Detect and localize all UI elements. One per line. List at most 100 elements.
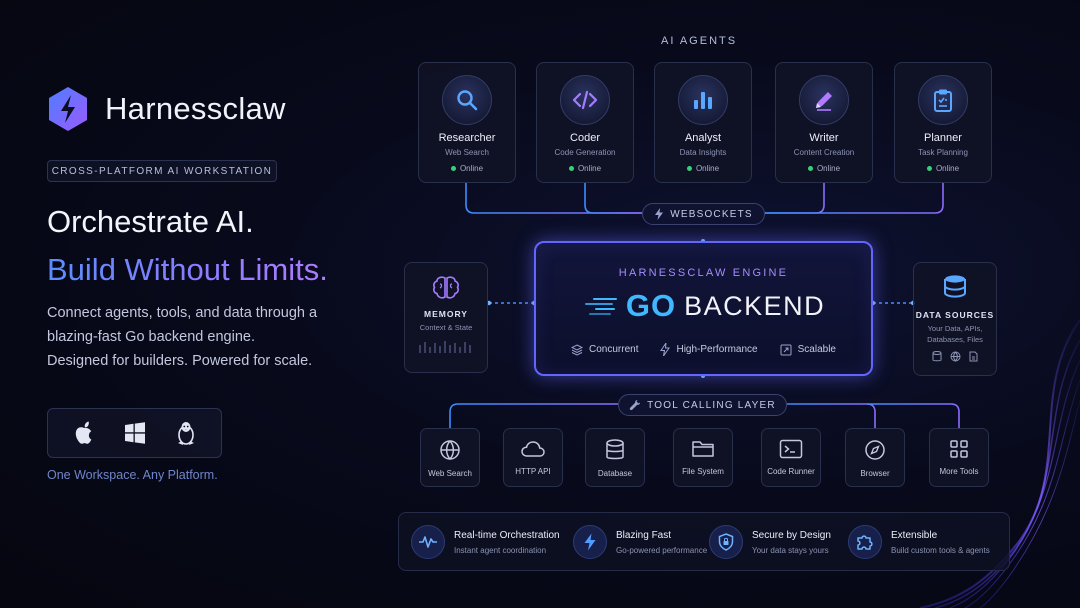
- platform-badge: CROSS-PLATFORM AI WORKSTATION: [47, 160, 277, 182]
- memory-subtitle: Context & State: [419, 323, 473, 332]
- feature-title: Blazing Fast: [616, 529, 672, 541]
- bar-chart-icon: [678, 75, 728, 125]
- database-stack-icon: [944, 275, 966, 298]
- agent-name: Researcher: [438, 132, 496, 144]
- feature-subtitle: Build custom tools & agents: [891, 545, 990, 555]
- headline-line-2: Build Without Limits.: [47, 252, 328, 287]
- tool-http-api[interactable]: HTTP API: [503, 428, 563, 487]
- wrench-icon: [629, 400, 641, 411]
- engine-features: Concurrent High-Performance Scalable: [536, 343, 871, 356]
- description-line: blazing-fast Go backend engine.: [47, 329, 255, 345]
- data-sources-title: DATA SOURCES: [915, 310, 995, 320]
- agent-role: Data Insights: [679, 148, 727, 157]
- bolt-icon: [573, 525, 607, 559]
- agent-card-writer[interactable]: Writer Content Creation Online: [775, 62, 873, 183]
- engine-main: GO BACKEND: [536, 288, 871, 324]
- feature-title: Secure by Design: [752, 529, 831, 541]
- code-icon: [560, 75, 610, 125]
- speed-lines-icon: [584, 298, 617, 315]
- tool-calling-layer-pill: TOOL CALLING LAYER: [618, 394, 787, 416]
- feature-high-performance: High-Performance: [660, 343, 758, 356]
- go-backend-engine: HARNESSCLAW ENGINE GO BACKEND Concurrent…: [534, 241, 873, 376]
- pulse-icon: [411, 525, 445, 559]
- agent-name: Planner: [924, 132, 962, 144]
- feature-scalable: Scalable: [780, 343, 836, 356]
- folder-icon: [691, 439, 715, 459]
- data-source-icons: [932, 351, 978, 362]
- apple-icon[interactable]: [73, 421, 95, 445]
- agent-role: Content Creation: [793, 148, 855, 157]
- backend-label: BACKEND: [684, 290, 826, 321]
- headline-line-1: Orchestrate AI.: [47, 204, 254, 239]
- tool-label: Web Search: [428, 469, 472, 478]
- harnessclaw-logo-icon: [49, 87, 87, 131]
- agent-card-researcher[interactable]: Researcher Web Search Online: [418, 62, 516, 183]
- tool-code-runner[interactable]: Code Runner: [761, 428, 821, 487]
- globe-icon: [950, 351, 961, 362]
- memory-bars-decoration: [419, 341, 471, 353]
- tool-label: File System: [682, 467, 724, 476]
- cloud-icon: [520, 439, 546, 459]
- terminal-icon: [779, 439, 803, 459]
- agent-name: Coder: [570, 132, 600, 144]
- agent-name: Writer: [809, 132, 839, 144]
- tool-database[interactable]: Database: [585, 428, 645, 487]
- feature-title: Real-time Orchestration: [454, 529, 560, 541]
- memory-title: MEMORY: [424, 309, 468, 319]
- tool-file-system[interactable]: File System: [673, 428, 733, 487]
- online-dot: [807, 166, 813, 171]
- brand-name: Harnessclaw: [105, 91, 286, 126]
- puzzle-icon: [848, 525, 882, 559]
- description-line: Connect agents, tools, and data through …: [47, 305, 318, 321]
- agent-name: Analyst: [684, 132, 722, 144]
- feature-subtitle: Your data stays yours: [752, 545, 829, 555]
- description: Connect agents, tools, and data through …: [47, 301, 377, 373]
- tool-label: Database: [597, 469, 633, 478]
- tagline: One Workspace. Any Platform.: [47, 468, 218, 482]
- shield-icon: [709, 525, 743, 559]
- tool-label: More Tools: [939, 467, 979, 476]
- agent-status: Online: [450, 164, 483, 173]
- feature-subtitle: Instant agent coordination: [454, 545, 547, 555]
- compass-icon: [864, 439, 886, 461]
- windows-icon[interactable]: [124, 422, 146, 444]
- data-sources-card[interactable]: DATA SOURCES Your Data, APIs, Databases,…: [913, 262, 997, 376]
- memory-card[interactable]: MEMORY Context & State: [404, 262, 488, 373]
- globe-icon: [439, 439, 461, 461]
- bolt-icon: [655, 208, 664, 220]
- tool-label: HTTP API: [515, 467, 551, 476]
- online-dot: [686, 166, 692, 171]
- bolt-icon: [660, 343, 671, 356]
- platform-list: [47, 408, 222, 458]
- grid-icon: [949, 439, 969, 459]
- agent-status: Online: [568, 164, 601, 173]
- engine-title: HARNESSCLAW ENGINE: [618, 267, 789, 279]
- agent-card-coder[interactable]: Coder Code Generation Online: [536, 62, 634, 183]
- description-line: Designed for builders. Powered for scale…: [47, 353, 313, 369]
- agent-card-planner[interactable]: Planner Task Planning Online: [894, 62, 992, 183]
- agent-status: Online: [686, 164, 719, 173]
- tool-more-tools[interactable]: More Tools: [929, 428, 989, 487]
- clipboard-icon: [918, 75, 968, 125]
- online-dot: [926, 166, 932, 171]
- tool-label: Browser: [860, 469, 890, 478]
- data-sources-subtitle: Your Data, APIs, Databases, Files: [927, 324, 983, 344]
- feature-concurrent: Concurrent: [571, 343, 638, 356]
- agent-role: Web Search: [445, 148, 489, 157]
- feature-title: Extensible: [891, 529, 938, 541]
- websockets-label: WEBSOCKETS: [670, 208, 753, 220]
- tool-browser[interactable]: Browser: [845, 428, 905, 487]
- agent-card-analyst[interactable]: Analyst Data Insights Online: [654, 62, 752, 183]
- agent-status: Online: [926, 164, 959, 173]
- agent-role: Code Generation: [554, 148, 616, 157]
- websockets-pill: WEBSOCKETS: [642, 203, 765, 225]
- database-icon: [605, 439, 625, 461]
- linux-icon[interactable]: [175, 420, 197, 446]
- tool-web-search[interactable]: Web Search: [420, 428, 480, 487]
